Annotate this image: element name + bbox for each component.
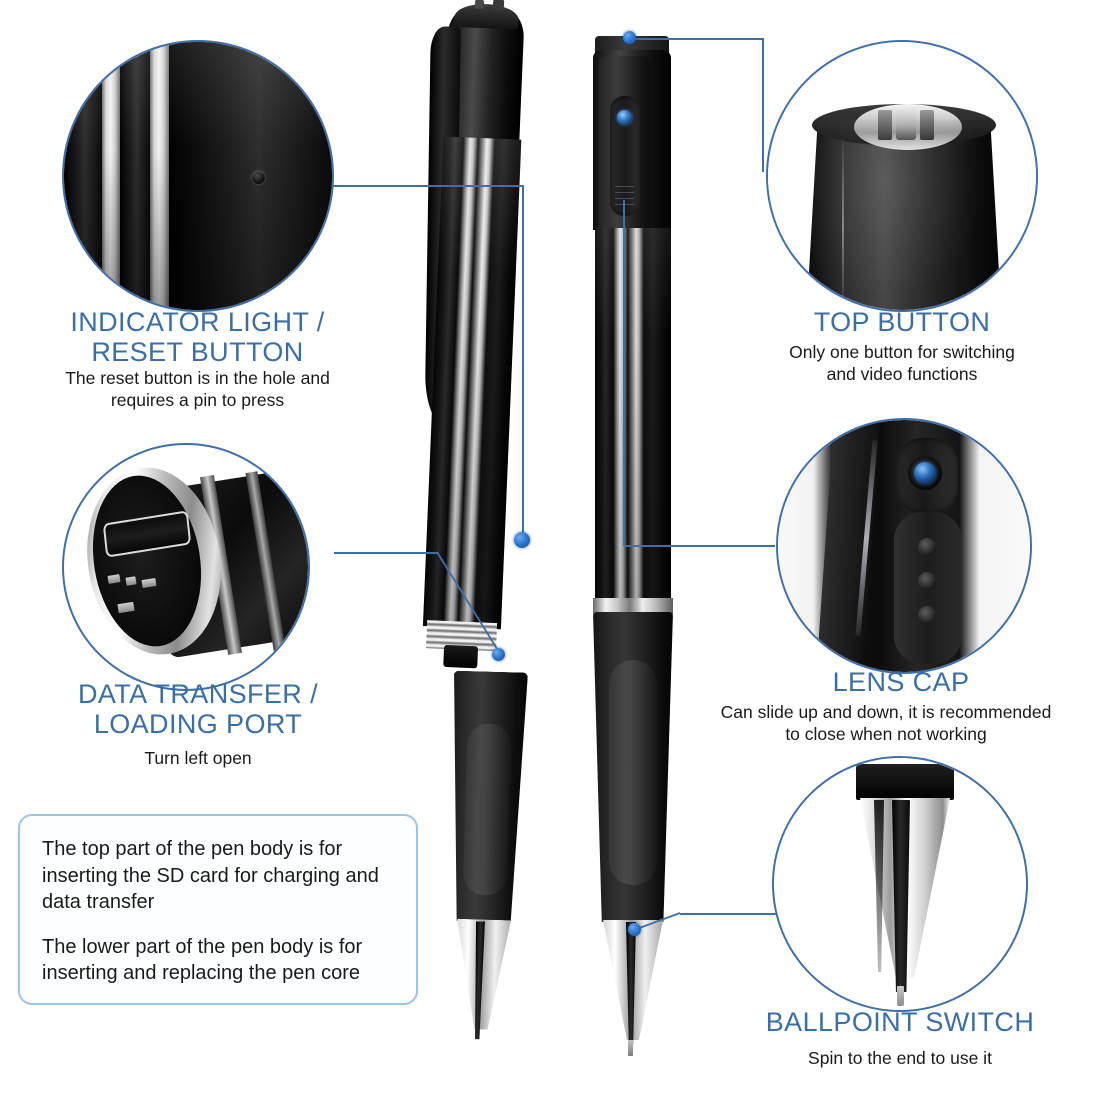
leader-line-lens-cap-vertical [623,200,625,546]
callout-image-ballpoint-switch [772,756,1028,1012]
pen-left-lower-assembly [439,670,560,1073]
info-box-paragraph-lower: The lower part of the pen body is for in… [42,935,363,985]
pen-right-cap-ridge-2 [615,192,634,194]
pen-right-refill [626,922,636,1044]
pen-right-barrel-gloss [595,228,671,600]
leader-line-data-port-horizontal [334,552,438,554]
callout-caption-data-transfer: Turn left open [144,748,252,768]
pen-right-camera-lens [617,110,632,125]
leader-dot-top-button [623,31,636,44]
lens-cap-ridge-3 [918,606,936,624]
pen-left-grip-inset [462,722,512,897]
usb-contact-pin-2 [125,576,137,586]
pen-top-seam [842,138,844,310]
callout-heading-data-transfer: DATA TRANSFER / LOADING PORT [77,679,319,739]
leader-line-ballpoint-horizontal [680,913,780,915]
pen-right-grip [593,612,673,922]
callout-caption-lens-cap: Can slide up and down, it is recommended… [720,702,1052,744]
callout-image-lens-cap [776,418,1032,674]
leader-diagonal-svg [436,551,500,653]
top-button-slot-right [920,110,934,140]
pen-right-cap-ridge-1 [615,186,634,188]
ballpoint-grip-end [856,764,954,800]
top-button-center-post [896,106,916,140]
product-image-pen-left [410,0,580,1070]
pen-left-clicker-nub [474,0,485,10]
pen-left-cap-crown [454,2,519,30]
leader-diagonal-svg-2 [633,912,681,931]
pen-right-barrel [595,228,671,600]
leader-line-top-button-horizontal [632,38,764,40]
leader-dot-indicator-light [514,532,530,548]
callout-heading-indicator-light: INDICATOR LIGHT / RESET BUTTON [70,307,325,367]
top-button-slot-left [878,110,892,140]
ballpoint-cone-shadow-left [874,800,884,972]
leader-line-top-button-vertical [762,38,764,172]
product-image-pen-right [565,0,725,1080]
leader-dot-ballpoint [628,923,641,936]
leader-dot-data-port [492,648,505,661]
leader-line-indicator-light-horizontal [332,185,524,187]
pen-right-cap-ridge-3 [615,198,634,200]
ballpoint-nib [897,986,904,1006]
info-box-paragraph-top: The top part of the pen body is for inse… [42,838,379,914]
callout-image-top-button [766,40,1038,312]
pen-right-grip-inset [609,660,657,885]
callout-caption-indicator-light: The reset button is in the hole and requ… [65,368,330,410]
pen-top-barrel [806,120,1002,310]
camera-lens [914,462,936,484]
leader-line-data-port-diagonal [436,551,503,655]
leader-line-indicator-light-vertical [522,185,524,540]
leader-line-lens-cap-horizontal [625,545,775,547]
callout-heading-lens-cap: LENS CAP [832,667,970,697]
callout-heading-ballpoint-switch: BALLPOINT SWITCH [765,1007,1035,1037]
reset-button-hole [251,170,265,184]
leader-line-ballpoint-diagonal [633,912,682,932]
callout-caption-ballpoint-switch: Spin to the end to use it [808,1048,992,1068]
callout-image-data-transfer-loading-port [62,443,310,691]
pen-right-chrome-ring [593,598,673,614]
callout-heading-top-button: TOP BUTTON [813,307,991,337]
lens-cap-ridge-1 [918,538,936,556]
callout-image-indicator-light-reset-button [62,40,334,312]
pen-top-texture [806,120,1002,310]
lens-cap-ridge-2 [918,572,936,590]
info-box-pen-body-usage: The top part of the pen body is for inse… [18,814,418,1005]
pen-left-clicker-nub-2 [492,0,505,10]
callout-caption-top-button: Only one button for switching and video … [789,342,1015,384]
ballpoint-refill [892,800,910,992]
pen-right-nib [628,1040,633,1056]
